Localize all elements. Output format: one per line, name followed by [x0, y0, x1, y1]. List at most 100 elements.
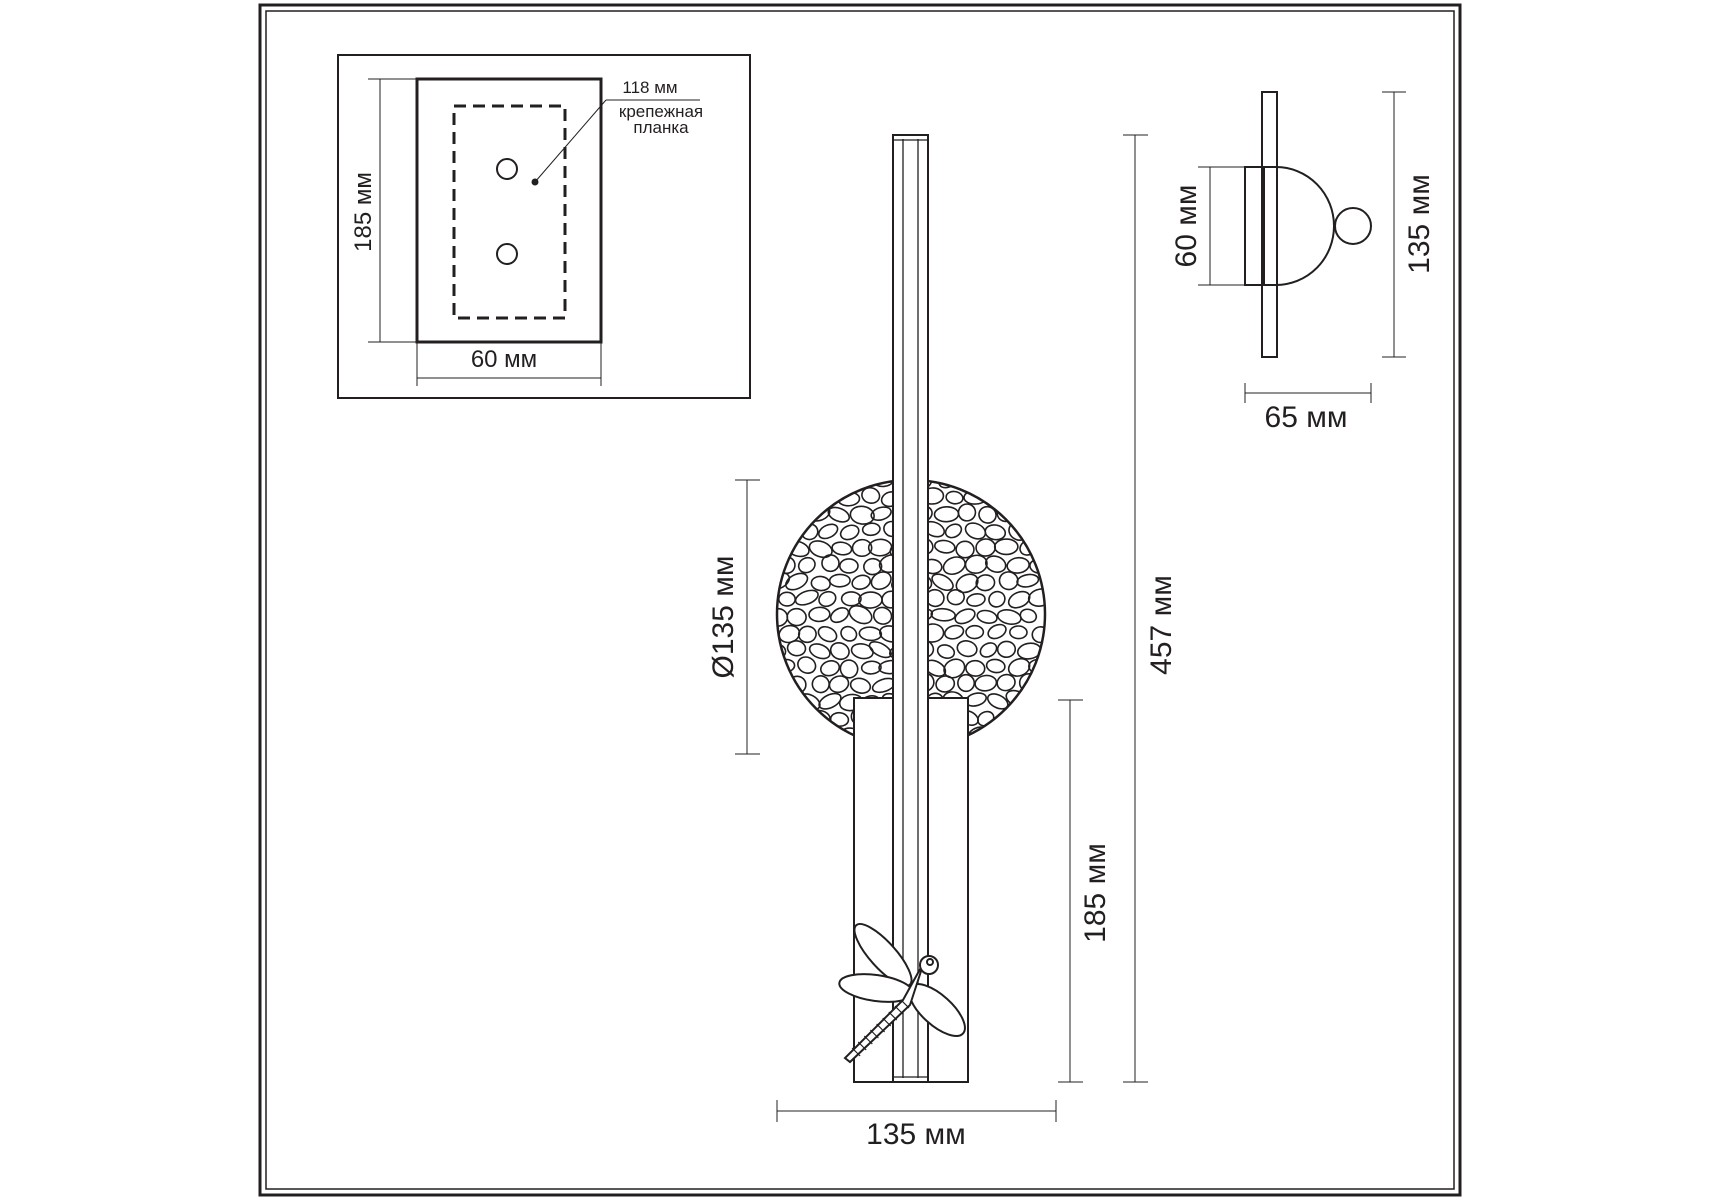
bracket-caption-line1: крепежная: [619, 102, 703, 121]
crystal-pebble: [829, 641, 850, 661]
crystal-pebble: [872, 606, 893, 625]
mounting-bracket-outline: [452, 104, 567, 320]
crystal-pebble: [986, 693, 1009, 710]
crystal-pebble: [797, 556, 816, 574]
dragonfly-body-segment: [900, 999, 910, 1009]
dragonfly-eye: [926, 958, 934, 966]
crystal-pebble: [987, 623, 1007, 640]
crystal-pebble: [984, 524, 1007, 541]
crystal-pebble: [848, 604, 873, 625]
crystal-pebble: [810, 575, 831, 592]
crystal-pebble: [870, 506, 892, 521]
front-width-label: 135 мм: [866, 1118, 966, 1151]
crystal-pebble: [861, 486, 881, 504]
crystal-pebble: [943, 658, 966, 679]
crystal-pebble: [839, 558, 859, 574]
crystal-pebble: [942, 556, 966, 576]
crystal-pebble: [996, 503, 1016, 523]
crystal-pebble: [839, 524, 860, 541]
block-height-label: 185 мм: [1079, 843, 1112, 943]
crystal-pebble: [839, 659, 859, 679]
crystal-pebble: [930, 607, 956, 622]
crystal-pebble: [808, 540, 833, 559]
crystal-pebble: [957, 673, 976, 693]
side-wall-bar: [1261, 91, 1278, 358]
crystal-pebble: [957, 503, 977, 522]
crystal-pebble: [786, 640, 807, 657]
crystal-pebble: [996, 640, 1017, 659]
detail-view: [337, 54, 751, 399]
crystal-pebble: [938, 480, 957, 489]
crystal-pebble: [851, 538, 873, 558]
bracket-caption-line2: планка: [633, 118, 689, 137]
crystal-pebble: [786, 607, 807, 627]
crystal-pebble: [1006, 556, 1030, 574]
crystal-pebble: [976, 609, 998, 624]
dragonfly-body-segment: [882, 1017, 892, 1027]
side-plate-height-label: 60 мм: [1170, 185, 1203, 268]
crystal-pebble: [997, 711, 1017, 730]
crystal-pebble: [935, 675, 956, 693]
crystal-pebble: [1019, 608, 1038, 624]
crystal-pebble: [965, 624, 985, 640]
crystal-pebble: [1016, 573, 1040, 588]
crystal-pebble: [1031, 626, 1045, 644]
crystal-pebble: [785, 572, 809, 591]
dragonfly-body-segment: [888, 1011, 898, 1021]
crystal-pebble: [840, 591, 862, 607]
crystal-pebble: [933, 506, 960, 523]
dragonfly-body-segments: [851, 999, 910, 1057]
crystal-pebble: [955, 573, 979, 594]
crystal-pebble: [945, 490, 964, 505]
crystal-pebble: [797, 625, 817, 644]
crystal-pebble: [1029, 559, 1045, 574]
crystal-pebble: [829, 607, 850, 624]
crystal-pebble: [777, 572, 791, 591]
crystal-pebble: [931, 573, 954, 592]
dragonfly-body-segment: [894, 1005, 904, 1015]
bracket-size-label: 118 мм: [622, 78, 677, 97]
crystal-pebble: [858, 626, 883, 642]
crystal-pebble: [818, 692, 842, 710]
crystal-pebble: [936, 644, 956, 660]
side-total-height-label: 135 мм: [1403, 174, 1436, 274]
crystal-pebble: [955, 540, 975, 559]
crystal-pebble: [975, 538, 997, 557]
side-plate: [1244, 166, 1265, 286]
crystal-pebble: [777, 591, 796, 607]
crystal-pebble: [954, 608, 976, 625]
dragonfly-ornament: [838, 923, 966, 1064]
crystal-pebble: [777, 642, 787, 661]
base-plate-outline: [415, 77, 603, 344]
front-view: [735, 134, 1148, 1122]
crystal-pebble: [993, 538, 1019, 556]
crystal-pebble: [808, 643, 831, 660]
crystal-pebble: [863, 557, 883, 576]
crystal-pebble: [827, 506, 851, 523]
crystal-pebble: [849, 505, 875, 525]
vertical-tube: [892, 134, 929, 1083]
crystal-pebble: [1009, 625, 1028, 640]
crystal-pebble: [848, 480, 871, 488]
crystal-pebble: [860, 660, 882, 675]
crystal-pebble: [840, 625, 858, 642]
crystal-pebble: [821, 554, 840, 573]
crystal-pebble: [808, 606, 831, 623]
crystal-pebble: [850, 642, 874, 660]
crystal-pebble: [811, 675, 830, 694]
crystal-pebble: [1027, 588, 1045, 607]
leader-line: [534, 99, 607, 183]
crystal-pebble: [933, 539, 956, 554]
dragonfly-body: [843, 961, 925, 1064]
side-dome: [1262, 166, 1335, 286]
crystal-pebble: [851, 574, 871, 591]
crystal-pebble: [797, 656, 817, 674]
total-height-label: 457 мм: [1145, 575, 1178, 675]
crystal-pebble: [818, 523, 839, 540]
crystal-pebble: [979, 642, 998, 658]
outer-frame: [258, 3, 1462, 1197]
crystal-pebble: [965, 659, 986, 677]
detail-width-label: 60 мм: [471, 346, 537, 373]
detail-view-box: [337, 54, 751, 399]
